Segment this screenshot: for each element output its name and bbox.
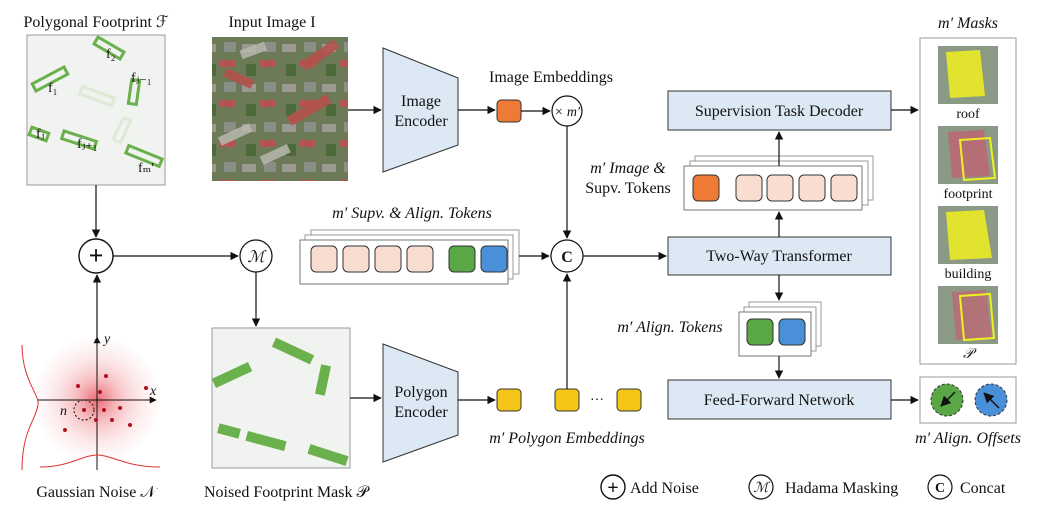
gaussian-noise-plot: x y n⃗	[21, 332, 161, 471]
feed-forward-network: Feed-Forward Network	[667, 379, 892, 420]
svg-text:ℳ: ℳ	[247, 249, 267, 266]
align-token-stack	[738, 301, 822, 357]
multiply-m-node: × m′	[551, 95, 583, 127]
image-encoder-label-1: Image	[401, 93, 441, 110]
image-supv-tokens-label-1: m′ Image &	[590, 160, 666, 177]
input-image	[212, 37, 348, 181]
svg-text:n⃗: n⃗	[60, 404, 78, 419]
mask-footprint: footprint	[938, 126, 998, 202]
concat-node: C	[550, 239, 584, 273]
svg-text:roof: roof	[956, 107, 980, 122]
gaussian-noise-title: Gaussian Noise 𝒩	[36, 484, 158, 501]
svg-text:+: +	[89, 241, 104, 270]
svg-text:× m′: × m′	[554, 105, 581, 120]
input-image-title: Input Image I	[228, 14, 315, 31]
svg-text:Add Noise: Add Noise	[630, 480, 699, 497]
svg-text:footprint: footprint	[944, 187, 993, 202]
add-noise-node: +	[78, 238, 114, 274]
polygon-embeddings-label: m′ Polygon Embeddings	[489, 430, 644, 447]
label-fj: fⱼ	[36, 127, 44, 142]
hadama-node: ℳ	[239, 239, 273, 273]
legend: + Add Noise ℳ Hadama Masking C Concat	[600, 474, 1006, 500]
masks-panel: roof footprint building 𝒫	[919, 37, 1017, 365]
align-tokens-label: m′ Align. Tokens	[617, 319, 722, 336]
masks-title: m′ Masks	[938, 15, 998, 32]
legend-add-noise: + Add Noise	[600, 474, 699, 500]
supv-align-tokens-label: m′ Supv. & Align. Tokens	[332, 205, 492, 222]
svg-text:+: +	[607, 477, 618, 499]
polygon-encoder-label-1: Polygon	[394, 384, 447, 401]
noised-footprint-mask	[211, 327, 351, 469]
label-fj+1: fⱼ₊₁	[77, 137, 98, 152]
label-fj-1: fⱼ₋₁	[131, 71, 152, 86]
svg-text:y: y	[102, 332, 111, 347]
align-offsets-label: m′ Align. Offsets	[915, 430, 1021, 447]
svg-text:ℳ: ℳ	[754, 481, 771, 496]
two-way-transformer: Two-Way Transformer	[667, 236, 892, 276]
noised-mask-title: Noised Footprint Mask 𝒫	[204, 484, 370, 501]
align-offsets-panel	[919, 376, 1017, 424]
label-f1: f₁	[48, 81, 58, 96]
mask-p: 𝒫	[938, 286, 998, 362]
connectors	[91, 105, 919, 405]
svg-text:Hadama Masking: Hadama Masking	[785, 480, 898, 497]
image-embedding-token	[496, 99, 522, 123]
svg-text:C: C	[561, 249, 573, 266]
label-f2: f₂	[106, 47, 116, 62]
mask-building: building	[938, 206, 998, 282]
supv-align-token-stack	[299, 229, 520, 285]
image-encoder-label-2: Encoder	[394, 113, 448, 130]
svg-text:Concat: Concat	[960, 480, 1006, 497]
svg-text:building: building	[945, 267, 992, 282]
svg-text:C: C	[935, 481, 945, 496]
polygonal-footprint-panel: f₂ fⱼ₋₁ f₁ fⱼ fⱼ₊₁ fₘ′	[26, 34, 166, 186]
embeddings-ellipsis: ···	[590, 393, 604, 408]
label-fm: fₘ′	[138, 161, 154, 176]
image-encoder: Image Encoder	[382, 47, 459, 173]
svg-text:Feed-Forward Network: Feed-Forward Network	[704, 392, 855, 409]
legend-hadama-masking: ℳ Hadama Masking	[748, 474, 898, 500]
image-supv-tokens-label-2: Supv. Tokens	[585, 180, 671, 197]
mask-roof: roof	[938, 46, 998, 122]
svg-text:Two-Way Transformer: Two-Way Transformer	[706, 248, 852, 265]
image-supv-token-stack	[683, 155, 874, 211]
svg-text:Supervision Task Decoder: Supervision Task Decoder	[695, 103, 864, 120]
polygon-embedding-tokens	[496, 388, 642, 412]
supervision-task-decoder: Supervision Task Decoder	[667, 90, 892, 131]
polygon-encoder-label-2: Encoder	[394, 404, 448, 421]
legend-concat: C Concat	[927, 474, 1006, 500]
polygonal-footprint-title: Polygonal Footprint ℱ	[23, 14, 168, 31]
svg-text:x: x	[149, 384, 157, 399]
image-embeddings-label: Image Embeddings	[489, 69, 613, 86]
polygon-encoder: Polygon Encoder	[382, 343, 459, 463]
